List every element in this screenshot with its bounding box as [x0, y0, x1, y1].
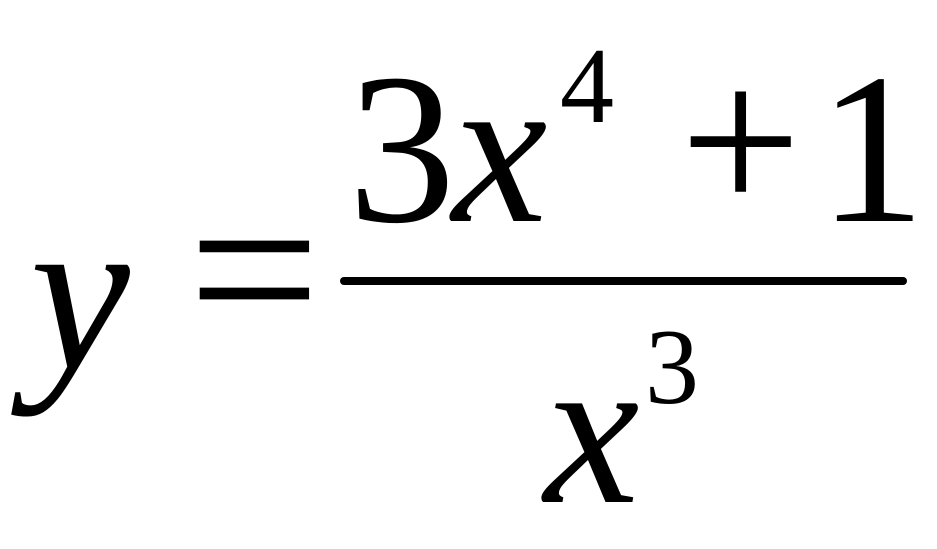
fraction-bar	[340, 277, 907, 285]
numerator-variable: x	[452, 29, 548, 268]
lhs-variable: y	[30, 167, 130, 417]
formula-canvas: y = 3 x 4 + 1 x 3	[30, 21, 926, 549]
plus-sign: +	[680, 21, 802, 260]
numerator-constant: 1	[818, 29, 926, 268]
denominator-exponent: 3	[645, 308, 699, 427]
denominator-variable: x	[544, 310, 640, 549]
equals-sign: =	[188, 139, 321, 399]
numerator-coefficient: 3	[348, 29, 456, 268]
numerator-exponent: 4	[560, 27, 614, 146]
